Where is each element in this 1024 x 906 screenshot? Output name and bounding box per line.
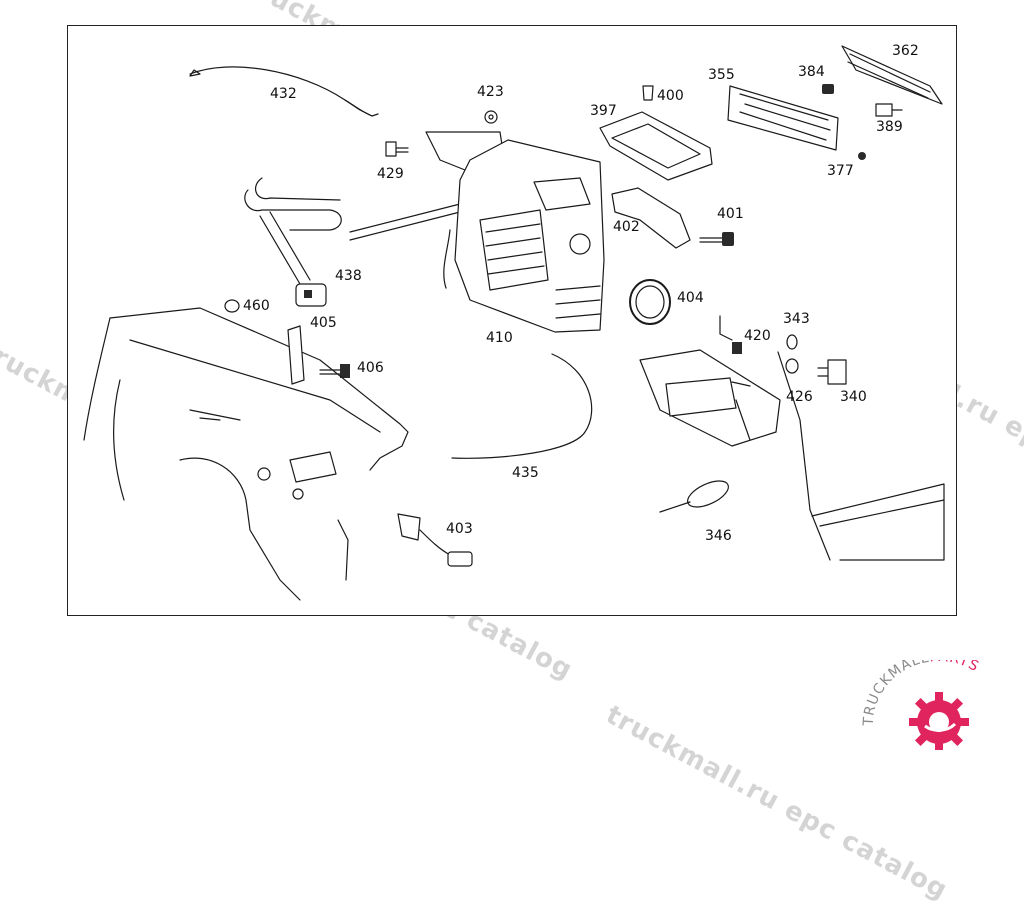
valve-405 — [295, 283, 327, 307]
part-label-438[interactable]: 438 — [335, 268, 362, 284]
cable-435 — [451, 353, 593, 459]
part-label-397[interactable]: 397 — [590, 103, 617, 119]
part-label-429[interactable]: 429 — [377, 166, 404, 182]
part-label-346[interactable]: 346 — [705, 528, 732, 544]
clamp-404 — [629, 279, 671, 325]
part-label-377[interactable]: 377 — [827, 163, 854, 179]
part-label-343[interactable]: 343 — [783, 311, 810, 327]
part-label-362[interactable]: 362 — [892, 43, 919, 59]
part-label-401[interactable]: 401 — [717, 206, 744, 222]
truckmall-parts-logo: TRUCKMALLPARTS — [861, 660, 981, 750]
bolt-406 — [319, 364, 350, 378]
bolt-401 — [699, 232, 734, 246]
part-label-423[interactable]: 423 — [477, 84, 504, 100]
cap-400 — [642, 85, 654, 101]
gear-icon — [909, 692, 969, 750]
washer-343 — [786, 334, 798, 350]
nut-384 — [822, 84, 834, 94]
cable-tie-346 — [659, 480, 729, 513]
duct-397 — [599, 111, 713, 181]
gear-423 — [484, 110, 498, 124]
clip-429 — [385, 141, 409, 157]
part-label-435[interactable]: 435 — [512, 465, 539, 481]
part-label-389[interactable]: 389 — [876, 119, 903, 135]
part-label-432[interactable]: 432 — [270, 86, 297, 102]
grommet-460 — [224, 299, 240, 313]
bracket-402 — [611, 187, 691, 249]
screw-377 — [858, 152, 866, 160]
bracket-406 — [287, 325, 305, 385]
parts-drawing — [83, 45, 945, 601]
part-label-405[interactable]: 405 — [310, 315, 337, 331]
part-label-400[interactable]: 400 — [657, 88, 684, 104]
part-label-404[interactable]: 404 — [677, 290, 704, 306]
part-label-406[interactable]: 406 — [357, 360, 384, 376]
blower-motor — [639, 315, 831, 561]
part-label-420[interactable]: 420 — [744, 328, 771, 344]
hoses-438 — [244, 177, 491, 285]
bracket-355 — [727, 85, 839, 151]
part-label-403[interactable]: 403 — [446, 521, 473, 537]
part-label-460[interactable]: 460 — [243, 298, 270, 314]
cable-432 — [189, 66, 379, 117]
switch-340 — [817, 359, 847, 385]
heater-box-410 — [425, 131, 605, 333]
part-label-355[interactable]: 355 — [708, 67, 735, 83]
washer-426 — [785, 358, 799, 374]
body-panel — [83, 307, 409, 601]
rail-362 — [841, 45, 943, 105]
floor-panel — [811, 483, 945, 561]
part-label-410[interactable]: 410 — [486, 330, 513, 346]
screw-389 — [875, 103, 903, 117]
part-label-384[interactable]: 384 — [798, 64, 825, 80]
part-label-340[interactable]: 340 — [840, 389, 867, 405]
part-label-426[interactable]: 426 — [786, 389, 813, 405]
bracket-403 — [397, 513, 473, 567]
part-label-402[interactable]: 402 — [613, 219, 640, 235]
